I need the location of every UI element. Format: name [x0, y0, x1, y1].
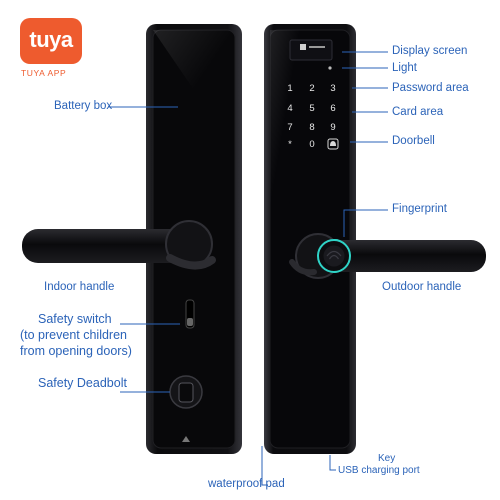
keypad-key-5: 5: [309, 103, 315, 114]
label-doorbell: Doorbell: [392, 135, 435, 147]
label-usb-charging-port: USB charging port: [338, 465, 420, 476]
outdoor-handle: [289, 233, 486, 279]
doorbell-icon: [327, 138, 339, 150]
label-card-area: Card area: [392, 106, 444, 118]
label-battery-box: Battery box: [54, 100, 113, 112]
keypad-key-1: 1: [287, 83, 293, 94]
keypad-key-2: 2: [309, 83, 315, 94]
keypad-key-9: 9: [330, 122, 336, 133]
keypad-key-8: 8: [309, 122, 315, 133]
keypad-key-7: 7: [287, 122, 293, 133]
light-indicator: [328, 66, 332, 70]
tuya-logo: tuya: [20, 18, 82, 64]
keypad-key-4: 4: [287, 103, 293, 114]
callout-leader-lines: [108, 51, 388, 486]
tuya-app-label: TUYA APP: [21, 68, 67, 78]
label-fingerprint: Fingerprint: [392, 203, 447, 215]
label-safety-switch-note-1: (to prevent children: [20, 328, 128, 342]
label-safety-switch: Safety switch: [38, 312, 112, 326]
indoor-handle: [22, 220, 216, 270]
label-waterproof-pad: waterproof pad: [208, 478, 285, 490]
label-key: Key: [378, 453, 396, 464]
label-display-screen: Display screen: [392, 45, 468, 57]
keypad-key-0: 0: [309, 139, 315, 150]
keypad-key-6: 6: [330, 103, 336, 114]
label-safety-deadbolt: Safety Deadbolt: [38, 376, 127, 390]
display-screen: [289, 39, 333, 61]
keypad-key-3: 3: [330, 83, 336, 94]
label-light: Light: [392, 62, 417, 74]
deadbolt-knob: [169, 375, 203, 409]
label-password-area: Password area: [392, 82, 469, 94]
label-indoor-handle: Indoor handle: [44, 281, 115, 293]
keypad-key-star: *: [288, 139, 292, 150]
label-outdoor-handle: Outdoor handle: [382, 281, 462, 293]
label-safety-switch-note-2: from opening doors): [20, 344, 132, 358]
